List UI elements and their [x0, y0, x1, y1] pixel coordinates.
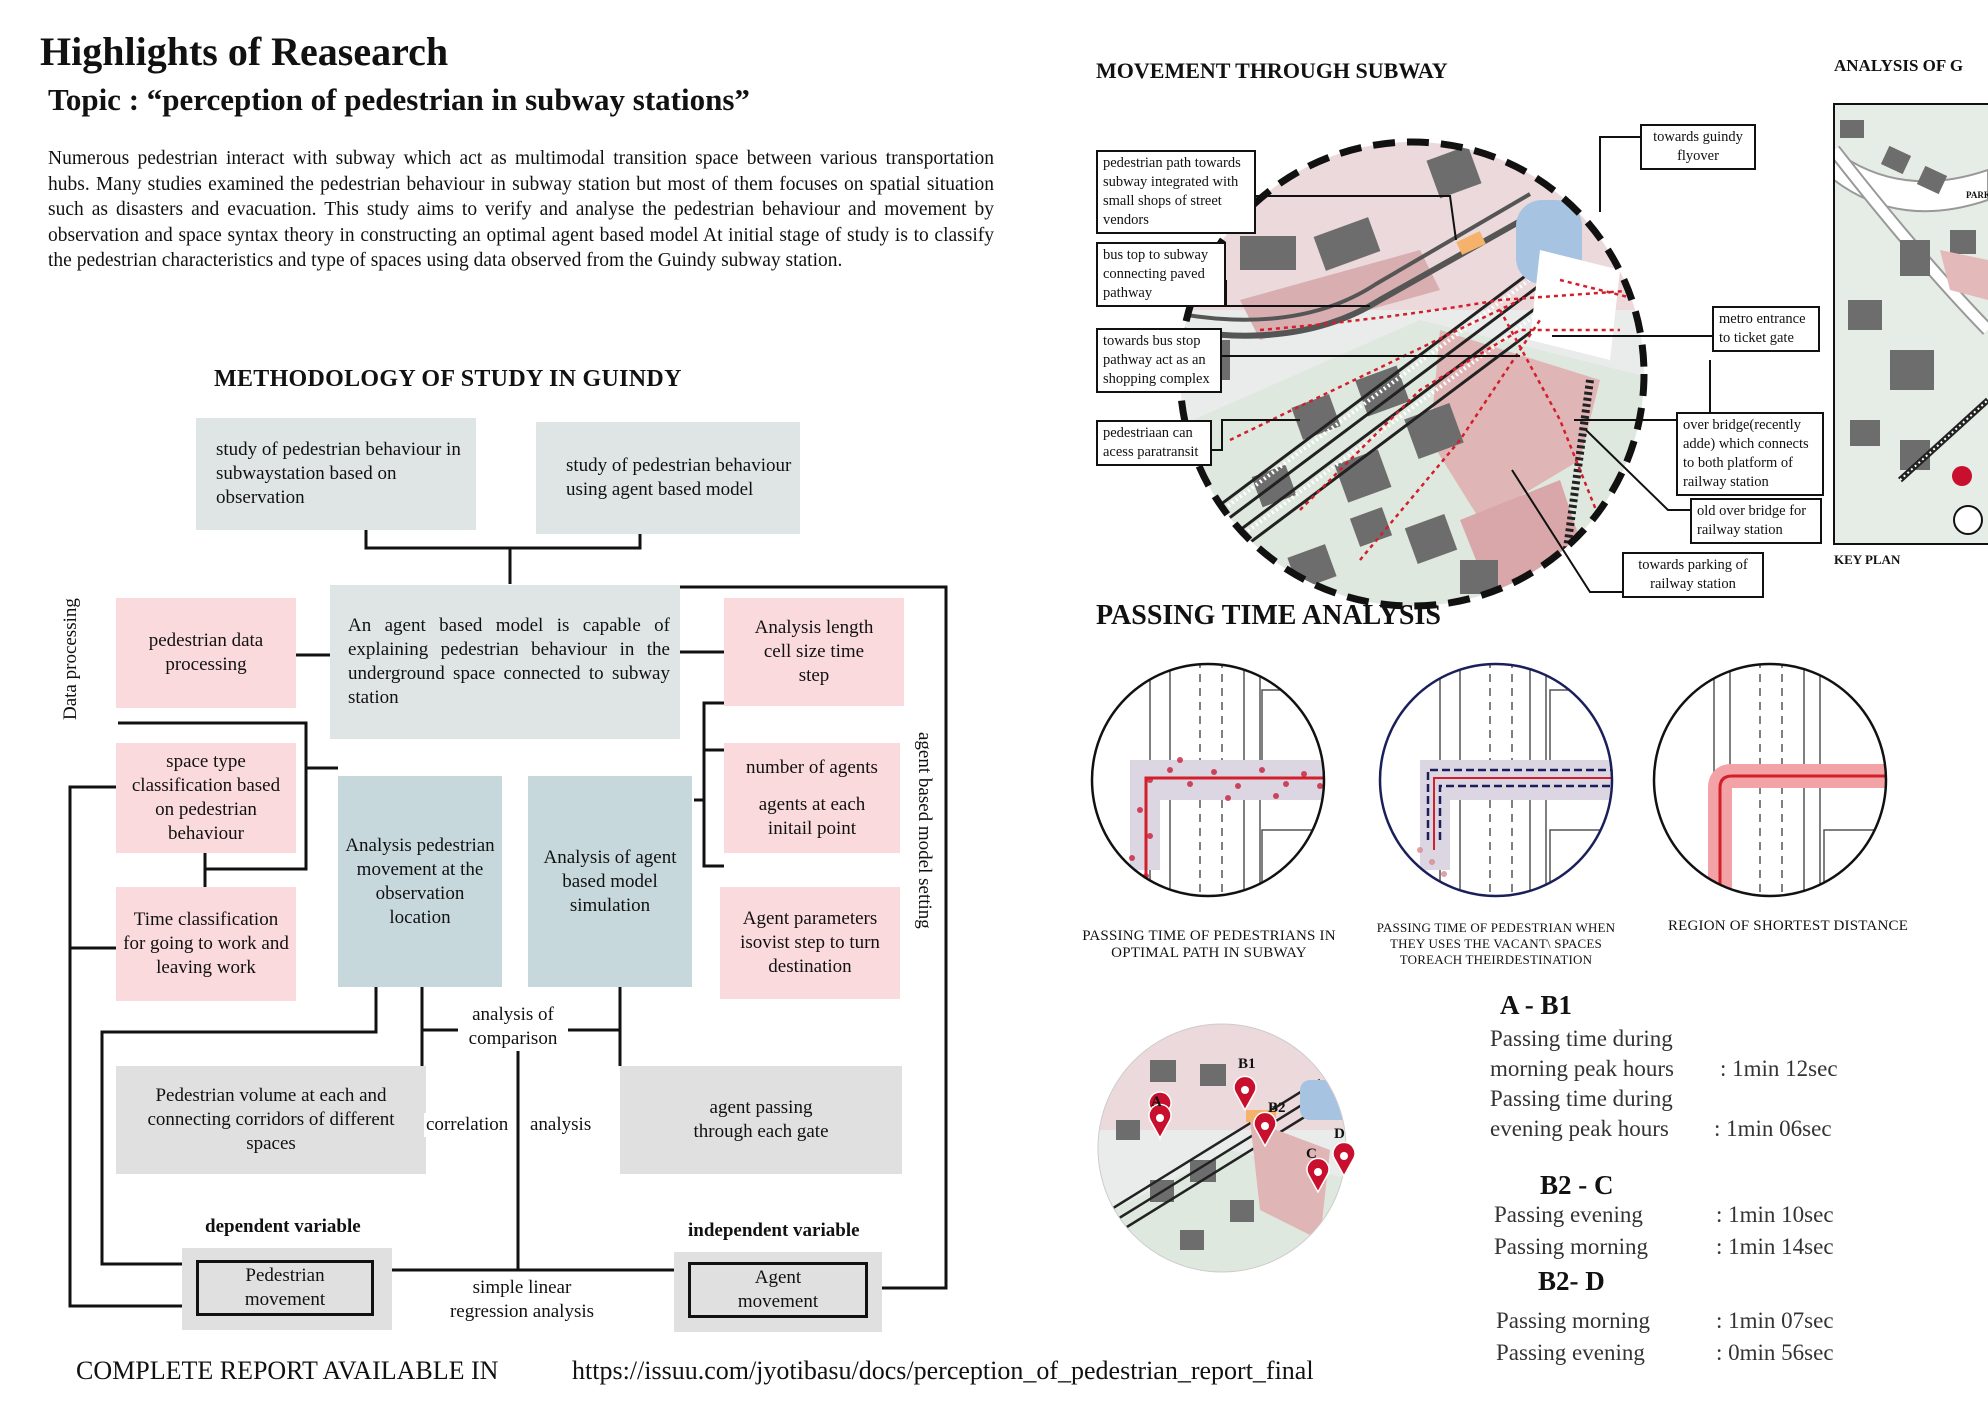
- marker-label-d: D: [1334, 1126, 1345, 1142]
- center-hypothesis-box: An agent based model is capable of expla…: [330, 585, 680, 739]
- num-agents-text: number of agents: [746, 756, 878, 778]
- ab1-value1: : 1min 12sec: [1720, 1056, 1838, 1081]
- analysis-length-box: Analysis length cell size time step: [724, 598, 904, 706]
- callout-metro-entrance: metro entrance to ticket gate: [1712, 306, 1820, 352]
- key-plan-label: KEY PLAN: [1834, 552, 1901, 567]
- caption-vacant-spaces: PASSING TIME OF PEDESTRIAN WHEN THEY USE…: [1376, 920, 1616, 967]
- ab1-value2: : 1min 06sec: [1714, 1116, 1832, 1141]
- ab1-line2: morning peak hours: [1490, 1056, 1674, 1081]
- agents-box: number of agents agents at each initail …: [724, 743, 900, 853]
- report-link[interactable]: https://issuu.com/jyotibasu/docs/percept…: [572, 1356, 1314, 1385]
- ab1-line3: Passing time during: [1490, 1086, 1673, 1111]
- marker-label-a: A: [1151, 1094, 1162, 1110]
- independent-label: independent variable: [688, 1220, 860, 1241]
- marker-label-c: C: [1306, 1146, 1317, 1162]
- b2d-value1: : 1min 07sec: [1716, 1308, 1834, 1333]
- space-type-box: space type classification based on pedes…: [116, 743, 296, 853]
- analysis-ped-box: Analysis pedestrian movement at the obse…: [338, 776, 502, 987]
- callout-old-bridge: old over bridge for railway station: [1690, 498, 1822, 544]
- callout-parking: towards parking of railway station: [1622, 552, 1764, 598]
- b2c-value2: : 1min 14sec: [1716, 1234, 1834, 1259]
- ped-movement-box: Pedestrian movement: [196, 1260, 374, 1316]
- ped-data-box: pedestrian data processing: [116, 598, 296, 708]
- b2c-line2: Passing morning: [1494, 1234, 1648, 1259]
- b2c-line1: Passing evening: [1494, 1202, 1643, 1227]
- ab1-heading: A - B1: [1500, 990, 1573, 1020]
- passing-title: PASSING TIME ANALYSIS: [1096, 600, 1441, 631]
- ab1-line4: evening peak hours: [1490, 1116, 1669, 1141]
- agent-movement-box: Agent movement: [688, 1262, 868, 1318]
- study-agent-box: study of pedestrian behaviour using agen…: [536, 422, 800, 534]
- time-class-box: Time classification for going to work an…: [116, 887, 296, 1001]
- study-observation-box: study of pedestrian behaviour in subways…: [196, 418, 476, 530]
- intro-paragraph: Numerous pedestrian interact with subway…: [48, 148, 994, 271]
- agent-gate-box: agent passing through each gate: [620, 1066, 902, 1174]
- marker-label-b1: B1: [1238, 1056, 1256, 1072]
- marker-label-b2: B2: [1268, 1100, 1286, 1116]
- agent-params-box: Agent parameters isovist step to turn de…: [720, 887, 900, 999]
- analysis-of-title: ANALYSIS OF G: [1834, 56, 1964, 75]
- b2d-value2: : 0min 56sec: [1716, 1340, 1834, 1365]
- dependent-label: dependent variable: [205, 1216, 361, 1237]
- regression-label: simple linear regression analysis: [434, 1276, 610, 1324]
- analysis-abm-box: Analysis of agent based model simulation: [528, 776, 692, 987]
- callout-paratransit: pedestriaan can acess paratransit: [1096, 420, 1212, 466]
- ab1-line1: Passing time during: [1490, 1026, 1673, 1051]
- b2d-line2: Passing evening: [1496, 1340, 1645, 1365]
- callout-bus-stop-shopping: towards bus stop pathway act as an shopp…: [1096, 328, 1222, 393]
- caption-optimal-path: PASSING TIME OF PEDESTRIANS IN OPTIMAL P…: [1082, 928, 1336, 961]
- b2d-line1: Passing morning: [1496, 1308, 1650, 1333]
- callout-guindy-flyover: towards guindy flyover: [1640, 124, 1756, 170]
- agent-movement-bg: [674, 1252, 882, 1332]
- ped-volume-box: Pedestrian volume at each and connecting…: [116, 1066, 426, 1174]
- topic-title: Topic : “perception of pedestrian in sub…: [48, 82, 750, 117]
- b2c-value1: : 1min 10sec: [1716, 1202, 1834, 1227]
- callout-over-bridge-new: over bridge(recently adde) which connect…: [1676, 412, 1824, 496]
- report-label: COMPLETE REPORT AVAILABLE IN: [76, 1356, 499, 1385]
- correlation-label: correlation: [424, 1113, 511, 1137]
- callout-bus-stop-path: bus top to subway connecting paved pathw…: [1096, 242, 1226, 307]
- analysis-label: analysis: [528, 1113, 594, 1137]
- caption-shortest-distance: REGION OF SHORTEST DISTANCE: [1667, 918, 1909, 934]
- agents-point-text: agents at each initail point: [758, 793, 866, 839]
- park-label: PARK: [1966, 190, 1988, 200]
- b2c-heading: B2 - C: [1540, 1170, 1614, 1200]
- movement-title: MOVEMENT THROUGH SUBWAY: [1096, 58, 1448, 83]
- b2d-heading: B2- D: [1538, 1266, 1605, 1296]
- callout-pedestrian-path: pedestrian path towards subway integrate…: [1096, 150, 1256, 234]
- methodology-title: METHODOLOGY OF STUDY IN GUINDY: [214, 366, 682, 392]
- page-title: Highlights of Reasearch: [40, 29, 449, 74]
- analysis-comparison-label: analysis of comparison: [458, 1003, 568, 1051]
